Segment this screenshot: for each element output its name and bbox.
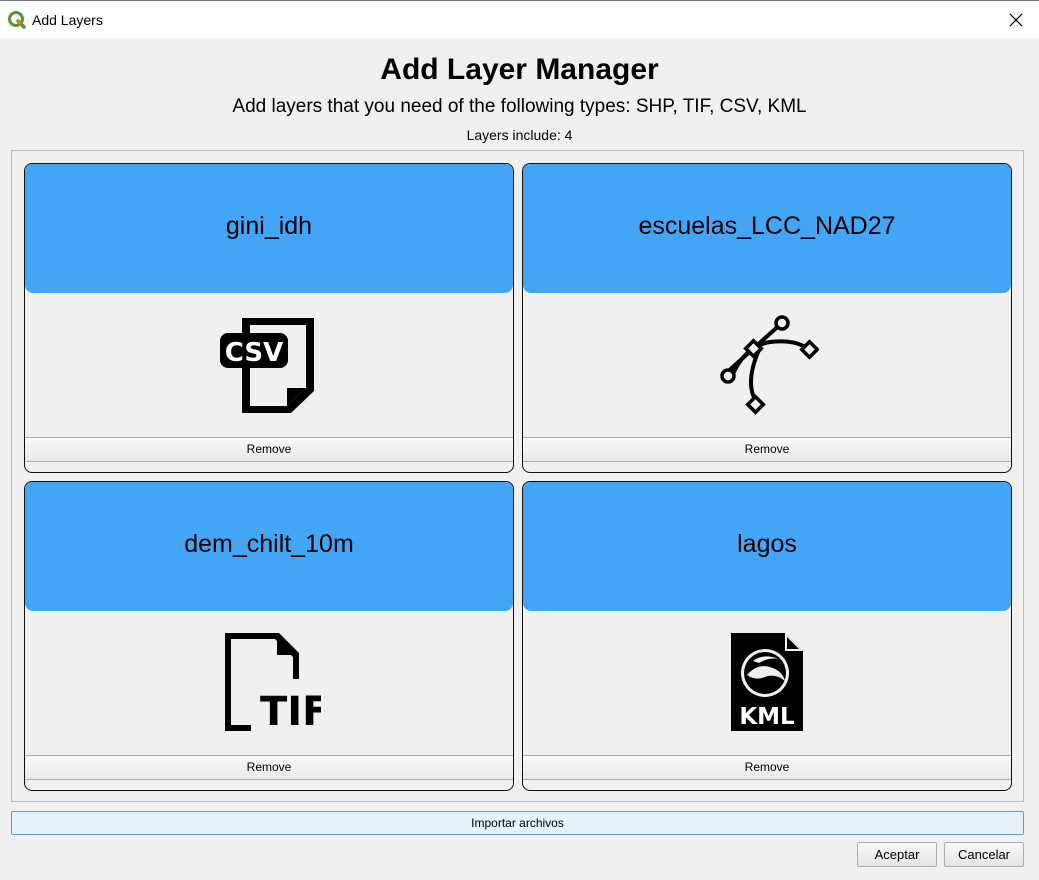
- layer-card: escuelas_LCC_NAD27 Remove: [522, 163, 1012, 473]
- vector-shp-icon: [720, 315, 819, 415]
- layer-card-header: gini_idh: [25, 164, 513, 293]
- layer-count-label: Layers include: 4: [466, 127, 573, 143]
- remove-button[interactable]: Remove: [523, 437, 1011, 462]
- tif-file-icon: TIF: [225, 633, 321, 733]
- remove-button[interactable]: Remove: [25, 755, 513, 780]
- svg-text:KML: KML: [739, 704, 795, 730]
- close-icon: [1009, 13, 1023, 26]
- layers-grid: gini_idh CSV Remove escuelas_LCC_NAD27: [11, 150, 1024, 802]
- window-title: Add Layers: [32, 12, 103, 28]
- layer-card: gini_idh CSV Remove: [24, 163, 514, 473]
- layer-card-header: escuelas_LCC_NAD27: [523, 164, 1011, 293]
- import-files-button[interactable]: Importar archivos: [11, 811, 1024, 835]
- layer-card: lagos KML Remove: [522, 481, 1012, 791]
- layer-name: lagos: [737, 530, 797, 558]
- remove-button[interactable]: Remove: [523, 755, 1011, 780]
- remove-button[interactable]: Remove: [25, 437, 513, 462]
- layer-card: dem_chilt_10m TIF Remove: [24, 481, 514, 791]
- layer-name: gini_idh: [225, 212, 313, 240]
- title-bar: Add Layers: [0, 0, 1039, 38]
- layer-card-header: dem_chilt_10m: [25, 482, 513, 611]
- layer-name: dem_chilt_10m: [184, 530, 354, 558]
- close-button[interactable]: [993, 1, 1039, 38]
- svg-text:TIF: TIF: [260, 689, 321, 733]
- qgis-logo-icon: [8, 11, 26, 29]
- layer-card-header: lagos: [523, 482, 1011, 611]
- cancel-button[interactable]: Cancelar: [944, 842, 1024, 867]
- kml-file-icon: KML: [731, 633, 803, 731]
- csv-file-icon: CSV: [220, 318, 314, 413]
- page-title: Add Layer Manager: [380, 53, 659, 86]
- accept-button[interactable]: Aceptar: [857, 842, 937, 867]
- svg-text:CSV: CSV: [225, 338, 283, 368]
- layer-name: escuelas_LCC_NAD27: [638, 212, 896, 240]
- page-subtitle: Add layers that you need of the followin…: [232, 96, 807, 117]
